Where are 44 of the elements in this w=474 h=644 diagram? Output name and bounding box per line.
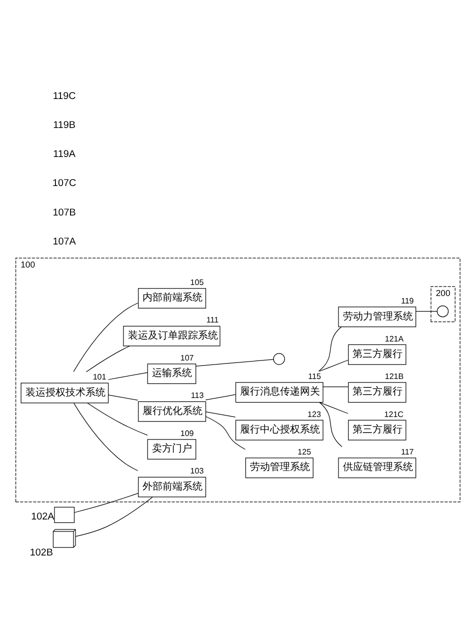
node-box: 劳动力管理系统 bbox=[338, 306, 416, 328]
label: 119C bbox=[52, 90, 76, 102]
connector bbox=[196, 359, 274, 366]
node-label: 102B bbox=[30, 547, 54, 558]
node-box: 卖方门户 bbox=[147, 439, 196, 460]
cluster: 200 bbox=[430, 286, 456, 322]
node-box: 第三方履行 bbox=[348, 420, 406, 440]
connector bbox=[108, 394, 138, 400]
node-box: 履行优化系统 bbox=[138, 401, 206, 422]
label: 119A bbox=[53, 149, 76, 160]
connector bbox=[74, 402, 138, 472]
node-wireless bbox=[273, 353, 285, 365]
node-box: 履行中心授权系统 bbox=[235, 420, 324, 440]
node-box: 供应链管理系统 bbox=[338, 458, 416, 478]
connector bbox=[318, 326, 342, 372]
node-wireless bbox=[436, 305, 449, 318]
node-box: 内部前端系统 bbox=[138, 288, 206, 309]
connector bbox=[74, 492, 138, 513]
connector bbox=[319, 402, 342, 448]
connector bbox=[205, 412, 236, 418]
node-box: 履行消息传递网关 bbox=[235, 382, 324, 403]
connector bbox=[75, 496, 153, 537]
node-box: 装运及订单跟踪系统 bbox=[123, 326, 220, 346]
node-box: 装运授权技术系统 bbox=[20, 382, 109, 404]
connector bbox=[87, 402, 148, 436]
label: 107C bbox=[52, 178, 76, 190]
connector bbox=[415, 311, 438, 312]
connector bbox=[86, 346, 130, 372]
label: 107A bbox=[52, 236, 76, 248]
connector bbox=[205, 416, 246, 450]
connector bbox=[205, 394, 236, 400]
label: 119B bbox=[53, 120, 76, 132]
node-tablet bbox=[54, 506, 75, 523]
connector bbox=[319, 402, 348, 414]
connector bbox=[73, 302, 138, 372]
node-box: 第三方履行 bbox=[348, 382, 406, 403]
connector bbox=[319, 360, 348, 372]
label: 107B bbox=[52, 207, 76, 218]
connector bbox=[322, 386, 348, 388]
node-box: 外部前端系统 bbox=[138, 476, 206, 498]
connector bbox=[108, 372, 148, 380]
node-box: 运输系统 bbox=[147, 364, 196, 384]
node-box: 第三方履行 bbox=[348, 344, 406, 365]
node-box: 劳动管理系统 bbox=[245, 458, 314, 478]
